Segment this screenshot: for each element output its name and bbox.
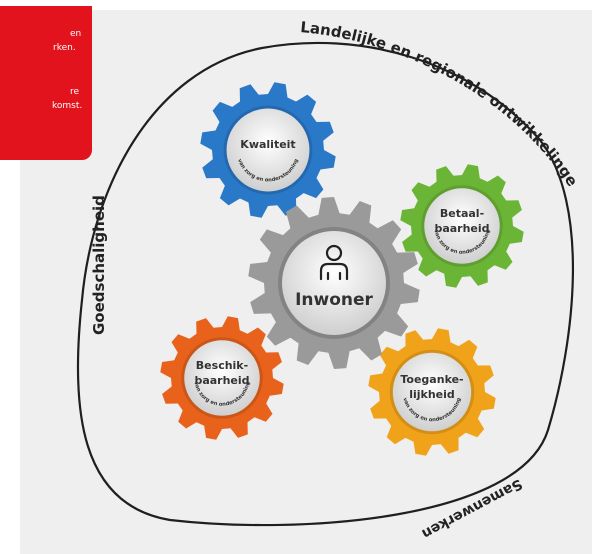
person-icon — [319, 244, 349, 281]
gear-beschikbaarheid-label-line: Beschik- — [196, 359, 248, 372]
red-info-box: en rken. re komst. — [0, 6, 92, 160]
gear-toegankelijkheid-hub — [392, 352, 472, 432]
gear-kwaliteit-label-line: Kwaliteit — [240, 138, 295, 151]
red-box-line-5: komst. — [52, 101, 83, 111]
red-box-line-4: re — [70, 87, 80, 97]
gear-beschikbaarheid-hub — [184, 340, 260, 416]
left-label: Goedschaligheid — [90, 195, 108, 335]
center-gear-hub — [282, 231, 386, 335]
outer-boundary — [76, 41, 574, 527]
gear-toegankelijkheid-label-line: lijkheid — [409, 388, 455, 401]
red-box-line-1: en — [70, 29, 82, 39]
gear-beschikbaarheid-label-line: baarheid — [194, 374, 249, 387]
gear-betaalbaarheid-label-line: baarheid — [434, 222, 489, 235]
bottom-label: Samenwerken — [419, 475, 525, 541]
gear-kwaliteit-hub — [226, 108, 310, 192]
center-gear-label: Inwoner — [295, 290, 373, 310]
red-box-line-2: rken. — [53, 43, 76, 53]
center-gear-inwoner: Inwoner — [248, 197, 420, 369]
gear-toegankelijkheid-label-line: Toeganke- — [400, 373, 463, 386]
gear-betaalbaarheid-label-line: Betaal- — [440, 207, 484, 220]
gear-betaalbaarheid-hub — [424, 188, 500, 264]
